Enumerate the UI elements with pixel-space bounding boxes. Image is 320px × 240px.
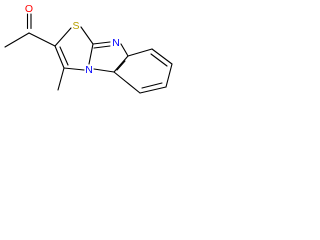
bond-c4a-n4 <box>93 68 115 73</box>
molecule-structure-drawing: O S N N <box>4 3 173 94</box>
bond-carbonyl-c2 <box>28 32 56 47</box>
bond-c6-c5 <box>139 86 167 94</box>
bond-c9a-n9 <box>92 41 111 45</box>
atom-label-sulfur: S <box>72 20 79 32</box>
bond-c7-c6 <box>165 63 173 88</box>
bond-c3-c2-double <box>59 46 69 66</box>
bond-c6-c5-double <box>141 82 163 89</box>
bond-c8-c7 <box>151 48 173 65</box>
atom-label-oxygen: O <box>25 3 33 15</box>
bond-n4-c3 <box>63 67 85 71</box>
bond-lines <box>4 13 173 94</box>
bond-n9-c8a <box>120 43 129 57</box>
bond-c3-c2 <box>54 45 65 69</box>
bond-c8a-c4a-inner <box>116 60 126 71</box>
atom-label-nitrogen-bridge: N <box>85 64 93 76</box>
bond-sulfur-c9a <box>80 26 94 45</box>
bond-c9a-n4 <box>88 43 94 65</box>
atom-label-nitrogen-imine: N <box>112 37 120 49</box>
bond-c8a-c8 <box>127 48 153 57</box>
bond-c2-sulfur <box>54 27 72 47</box>
bond-methyl-carbonyl <box>4 32 30 48</box>
bond-c9a-n9-double <box>93 45 111 49</box>
bond-c8-c7-double <box>150 53 168 67</box>
bond-c8a-c4a <box>113 55 129 73</box>
bond-c5-c4a <box>113 71 141 94</box>
bond-c3-methyl <box>57 67 65 91</box>
